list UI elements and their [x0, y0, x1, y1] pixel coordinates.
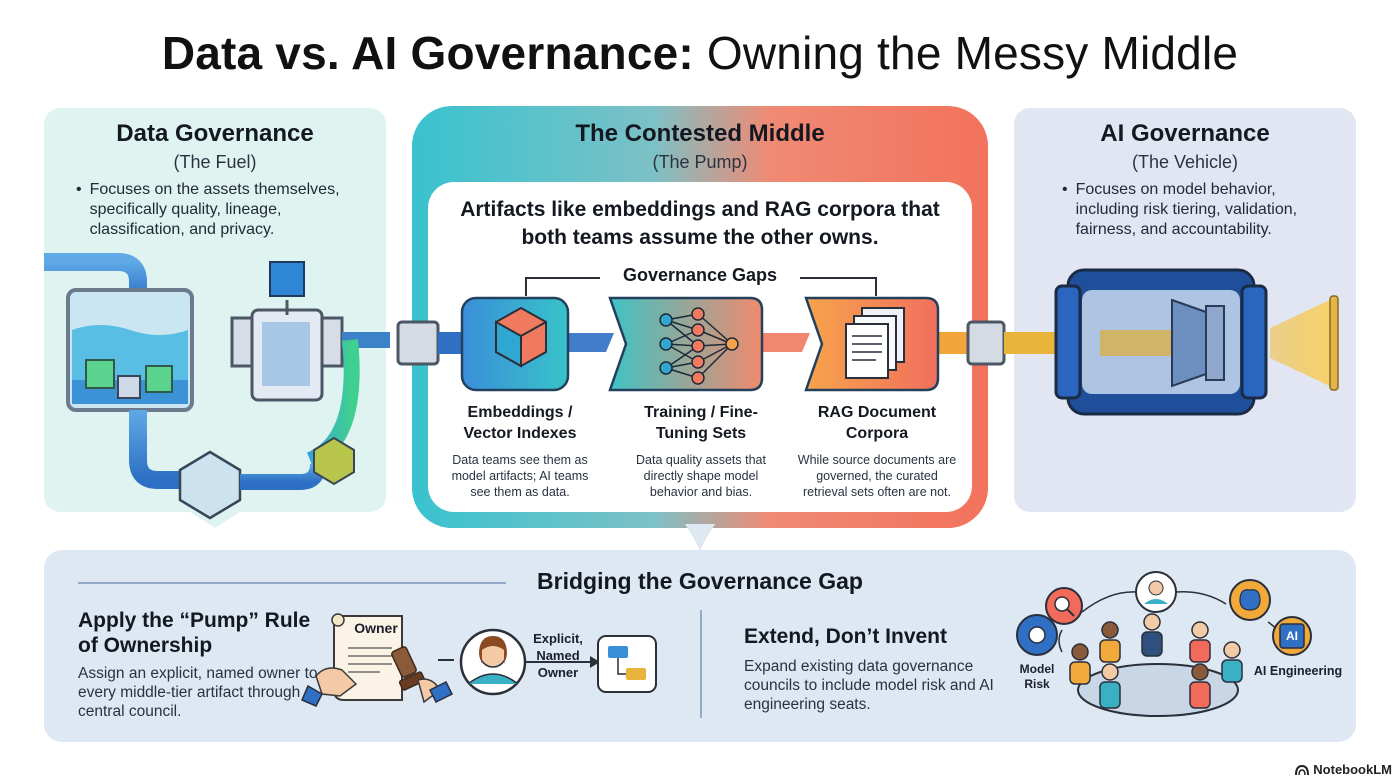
artifact-rag-corpora: RAG Document Corpora While source docume… [794, 402, 960, 500]
ai-engineering-label: AI Engineering [1253, 664, 1343, 678]
artifact-desc: Data teams see them as model artifacts; … [451, 453, 589, 499]
ai-governance-bullet-text: Focuses on model behavior, including ris… [1075, 181, 1298, 238]
data-governance-bullet-text: Focuses on the assets themselves, specif… [89, 181, 340, 238]
data-governance-bullet: • Focuses on the assets themselves, spec… [76, 180, 376, 240]
page-title: Data vs. AI Governance: Owning the Messy… [0, 26, 1400, 80]
ai-governance-bullet: • Focuses on model behavior, including r… [1062, 180, 1342, 240]
contested-middle-subtitle: (The Pump) [652, 152, 748, 172]
cube-icon [178, 450, 242, 520]
artifact-desc: While source documents are governed, the… [797, 453, 957, 499]
bullet-dot: • [1062, 181, 1068, 198]
contested-middle-header: The Contested Middle (The Pump) [412, 120, 988, 173]
inlet-pipe [44, 253, 147, 300]
hand-icon [315, 667, 358, 697]
extend-block: Extend, Don’t Invent Expand existing dat… [744, 624, 994, 714]
beam-icon [1270, 298, 1334, 388]
model-risk-label: Model Risk [1019, 662, 1055, 691]
neural-network-icon [659, 307, 739, 385]
training-sets-box [608, 296, 764, 392]
pump-rule-heading: Apply the “Pump” Rule of Ownership [78, 609, 311, 657]
pump-rule-block: Apply the “Pump” Rule of Ownership Assig… [78, 608, 318, 721]
stamp-icon [391, 646, 417, 678]
artifact-title: Embeddings / Vector Indexes [463, 404, 577, 442]
notebooklm-logo-icon [1295, 764, 1310, 775]
data-governance-header: Data Governance (The Fuel) [44, 120, 386, 173]
extend-heading: Extend, Don’t Invent [744, 625, 948, 648]
owner-doc-label: Owner [354, 620, 398, 636]
governance-gaps-label: Governance Gaps [600, 265, 800, 286]
ai-governance-subtitle: (The Vehicle) [1131, 152, 1239, 172]
brand-mark: NotebookLM [1295, 762, 1392, 777]
artifact-title: RAG Document Corpora [817, 404, 937, 442]
ai-chip-text: AI [1286, 629, 1298, 643]
pump-rule-text: Assign an explicit, named owner to every… [78, 665, 318, 720]
divider-line [78, 582, 506, 584]
bullet-dot: • [76, 181, 82, 198]
data-governance-subtitle: (The Fuel) [173, 152, 257, 172]
artifact-desc: Data quality assets that directly shape … [636, 453, 766, 499]
section-divider [700, 610, 702, 718]
engine-icon [1054, 268, 1268, 416]
extend-text: Expand existing data governance councils… [744, 658, 994, 713]
artifact-title: Training / Fine-Tuning Sets [644, 404, 758, 442]
ai-governance-title: AI Governance [1100, 120, 1270, 147]
data-governance-title: Data Governance [116, 120, 314, 147]
artifact-embeddings: Embeddings / Vector Indexes Data teams s… [448, 402, 592, 500]
title-bold: Data vs. AI Governance: [161, 27, 694, 79]
contested-middle-headline: Artifacts like embeddings and RAG corpor… [460, 198, 940, 249]
title-light: Owning the Messy Middle [706, 27, 1239, 79]
documents-icon [845, 307, 905, 379]
bridging-title: Bridging the Governance Gap [537, 568, 863, 594]
brand-name: NotebookLM [1313, 762, 1392, 777]
explicit-named-owner-label: Explicit, Named Owner [533, 631, 583, 680]
ai-governance-header: AI Governance (The Vehicle) [1014, 120, 1356, 173]
gaps-bracket [525, 277, 877, 296]
artifact-training-sets: Training / Fine-Tuning Sets Data quality… [626, 402, 776, 500]
contested-middle-title: The Contested Middle [575, 120, 825, 147]
